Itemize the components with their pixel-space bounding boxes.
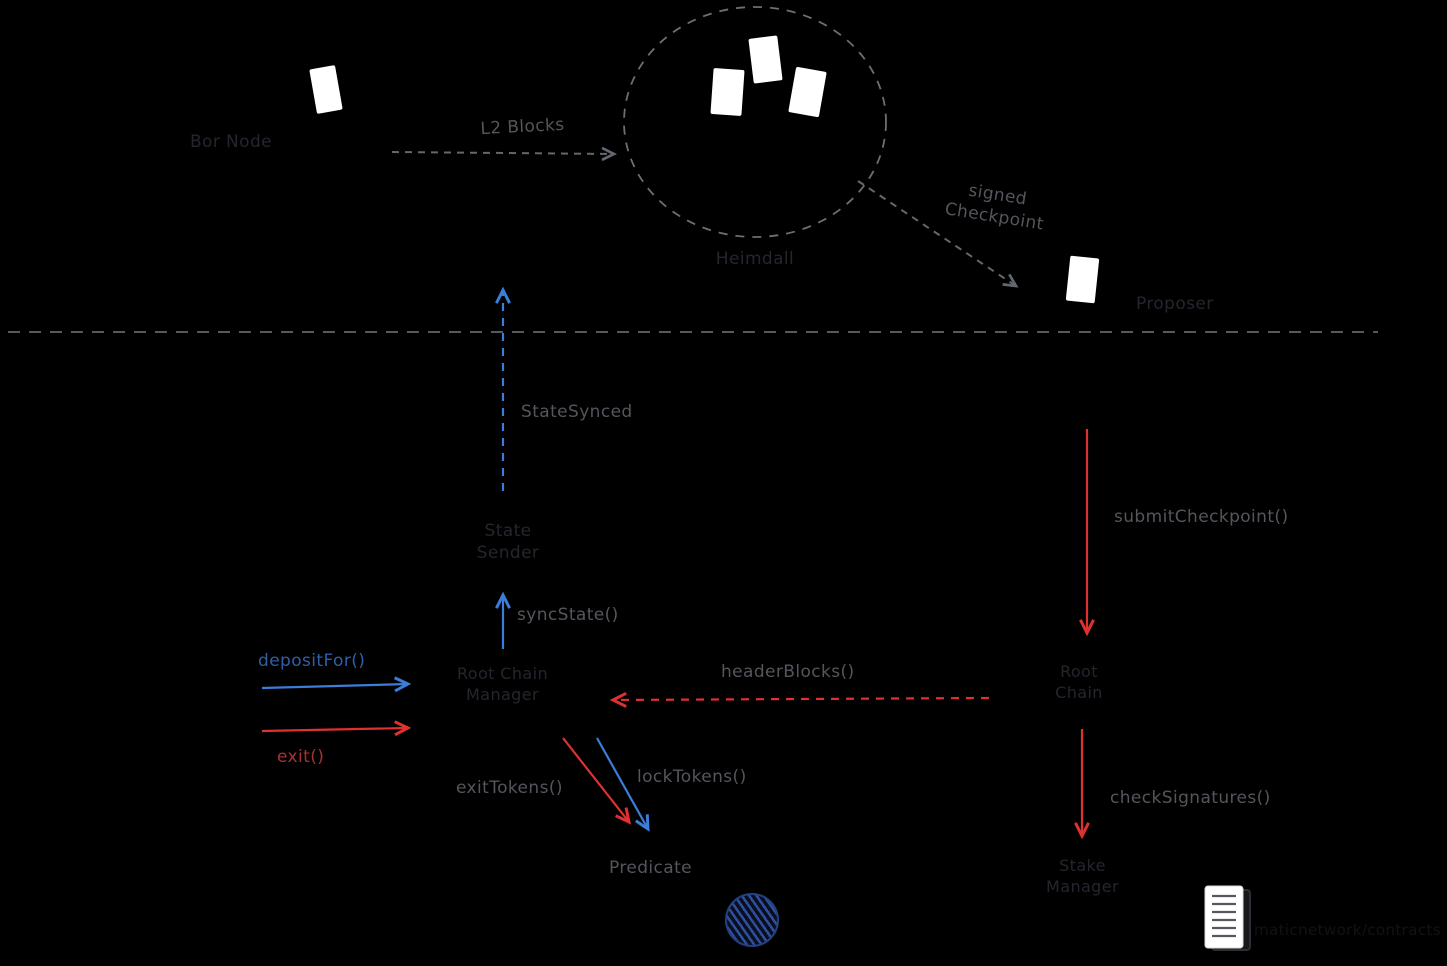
arrow-lock-tokens [596,737,650,832]
proposer-block-icon [1065,255,1100,304]
arrow-l2-blocks [391,146,618,162]
validators-circle [623,6,887,238]
predicate-token-icon [725,893,779,947]
arrow-exit [261,720,412,737]
arrow-header-blocks [609,692,990,708]
l2-block-icon [710,67,745,117]
arrow-exit-tokens [562,737,632,825]
contracts-book-icon [1204,885,1251,951]
l2-block-icon [748,35,783,84]
arrow-deposit-for [261,676,412,693]
arrow-signed-checkpoint [857,180,1019,288]
